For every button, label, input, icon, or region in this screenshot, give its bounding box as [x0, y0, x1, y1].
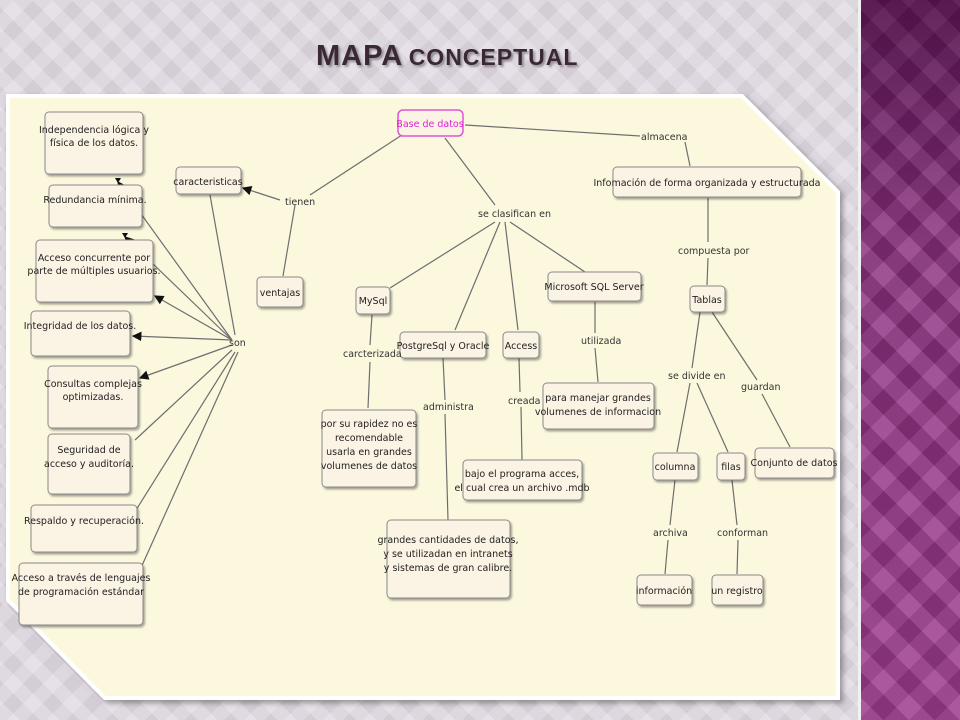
node-postgres-desc: grandes cantidades de datos, y se utiliz… — [377, 519, 519, 599]
link-se-divide: se divide en — [668, 371, 726, 382]
node-info: Infomación de forma organizada y estruct… — [593, 166, 821, 198]
svg-text:optimizadas.: optimizadas. — [63, 392, 124, 403]
svg-text:un registro: un registro — [711, 586, 763, 597]
node-respaldo: Respaldo y recuperación. — [24, 504, 144, 553]
svg-text:Infomación de forma organizada: Infomación de forma organizada y estruct… — [593, 178, 820, 189]
slide-title: MAPA CONCEPTUAL — [316, 40, 578, 73]
svg-text:Acceso concurrente por: Acceso concurrente por — [38, 253, 150, 264]
node-mysql-desc: por su rapidez no es recomendable usarla… — [321, 409, 418, 488]
node-consultas: Consultas complejas optimizadas. — [44, 365, 142, 429]
svg-text:MySql: MySql — [359, 296, 388, 307]
svg-text:filas: filas — [721, 462, 740, 473]
svg-text:y sistemas de gran calibre.: y sistemas de gran calibre. — [384, 563, 512, 574]
link-son: son — [229, 338, 246, 349]
link-compuesta-por: compuesta por — [678, 246, 750, 257]
node-lenguajes: Acceso a través de lenguajes de programa… — [12, 562, 151, 626]
svg-text:Microsoft SQL Server: Microsoft SQL Server — [544, 282, 643, 293]
node-seguridad: Seguridad de acceso y auditoría. — [44, 433, 134, 495]
svg-text:caracteristicas: caracteristicas — [173, 177, 242, 188]
svg-text:física de los datos.: física de los datos. — [50, 138, 138, 149]
svg-text:recomendable: recomendable — [335, 433, 403, 444]
node-mssql: Microsoft SQL Server — [544, 271, 644, 302]
svg-text:Consultas complejas: Consultas complejas — [44, 379, 142, 390]
svg-text:Redundancia mínima.: Redundancia mínima. — [43, 195, 146, 206]
svg-text:grandes cantidades de datos,: grandes cantidades de datos, — [377, 535, 518, 546]
svg-text:Independencia lógica y: Independencia lógica y — [39, 125, 149, 136]
svg-text:columna: columna — [655, 462, 696, 473]
svg-text:PostgreSql y Oracle: PostgreSql y Oracle — [397, 341, 490, 352]
node-mysql: MySql — [355, 286, 391, 315]
link-archiva: archiva — [653, 528, 688, 539]
node-mssql-desc: para manejar grandes volumenes de inform… — [535, 382, 661, 430]
svg-text:volumenes de informacion: volumenes de informacion — [535, 407, 661, 418]
link-carcterizada: carcterizada — [343, 349, 402, 360]
svg-text:Conjunto de datos: Conjunto de datos — [751, 458, 838, 469]
title-part1: MAPA — [316, 40, 404, 72]
title-part2: CONCEPTUAL — [408, 44, 579, 70]
svg-text:Tablas: Tablas — [691, 295, 722, 306]
decorative-side-panel — [858, 0, 960, 720]
node-tablas: Tablas — [689, 285, 726, 313]
arrow-marks — [115, 178, 128, 238]
svg-text:para manejar grandes: para manejar grandes — [545, 393, 651, 404]
link-labels: tienen son se clasifican en almacena com… — [229, 132, 780, 539]
node-conjunto: Conjunto de datos — [751, 447, 838, 479]
link-creada: creada — [508, 396, 540, 407]
node-registro: un registro — [711, 574, 764, 606]
svg-text:Acceso a través de lenguajes: Acceso a través de lenguajes — [12, 573, 151, 584]
svg-text:bajo el programa acces,: bajo el programa acces, — [465, 469, 579, 480]
node-ventajas: ventajas — [256, 276, 304, 308]
link-se-clasifican: se clasifican en — [478, 209, 551, 220]
svg-text:ventajas: ventajas — [260, 288, 300, 299]
svg-text:parte de múltiples usuarios.: parte de múltiples usuarios. — [27, 266, 160, 277]
node-postgres: PostgreSql y Oracle — [397, 331, 490, 359]
svg-text:información: información — [636, 586, 692, 597]
svg-text:volumenes de datos: volumenes de datos — [321, 461, 417, 472]
node-acceso: Acceso concurrente por parte de múltiple… — [27, 239, 161, 303]
link-almacena: almacena — [641, 132, 687, 143]
node-access-desc: bajo el programa acces, el cual crea un … — [454, 459, 590, 501]
svg-text:acceso y auditoría.: acceso y auditoría. — [44, 459, 134, 470]
svg-text:Integridad de los datos.: Integridad de los datos. — [24, 321, 137, 332]
link-administra: administra — [423, 402, 474, 413]
node-informacion: información — [636, 574, 693, 606]
svg-text:Seguridad de: Seguridad de — [57, 445, 120, 456]
svg-text:el cual crea un archivo .mdb: el cual crea un archivo .mdb — [454, 483, 589, 494]
link-conforman: conforman — [717, 528, 768, 539]
svg-text:Respaldo y recuperación.: Respaldo y recuperación. — [24, 516, 144, 527]
link-tienen: tienen — [285, 197, 315, 208]
node-caracteristicas: caracteristicas — [173, 166, 243, 195]
node-filas: filas — [716, 452, 746, 481]
svg-text:y se utilizadan en intranets: y se utilizadan en intranets — [383, 549, 512, 560]
svg-text:de programación estándar: de programación estándar — [18, 587, 144, 598]
node-access: Access — [502, 331, 540, 359]
node-root-label: Base de datos — [396, 119, 463, 130]
node-independencia: Independencia lógica y física de los dat… — [39, 111, 149, 175]
svg-text:Access: Access — [505, 341, 538, 352]
node-root: Base de datos — [396, 109, 464, 137]
node-columna: columna — [652, 452, 699, 481]
svg-text:por su rapidez no es: por su rapidez no es — [321, 419, 418, 430]
link-utilizada: utilizada — [581, 336, 621, 347]
node-redundancia: Redundancia mínima. — [43, 184, 147, 228]
node-integridad: Integridad de los datos. — [24, 310, 137, 357]
svg-text:usarla en grandes: usarla en grandes — [326, 447, 412, 458]
link-guardan: guardan — [741, 382, 780, 393]
map-panel — [6, 94, 840, 700]
